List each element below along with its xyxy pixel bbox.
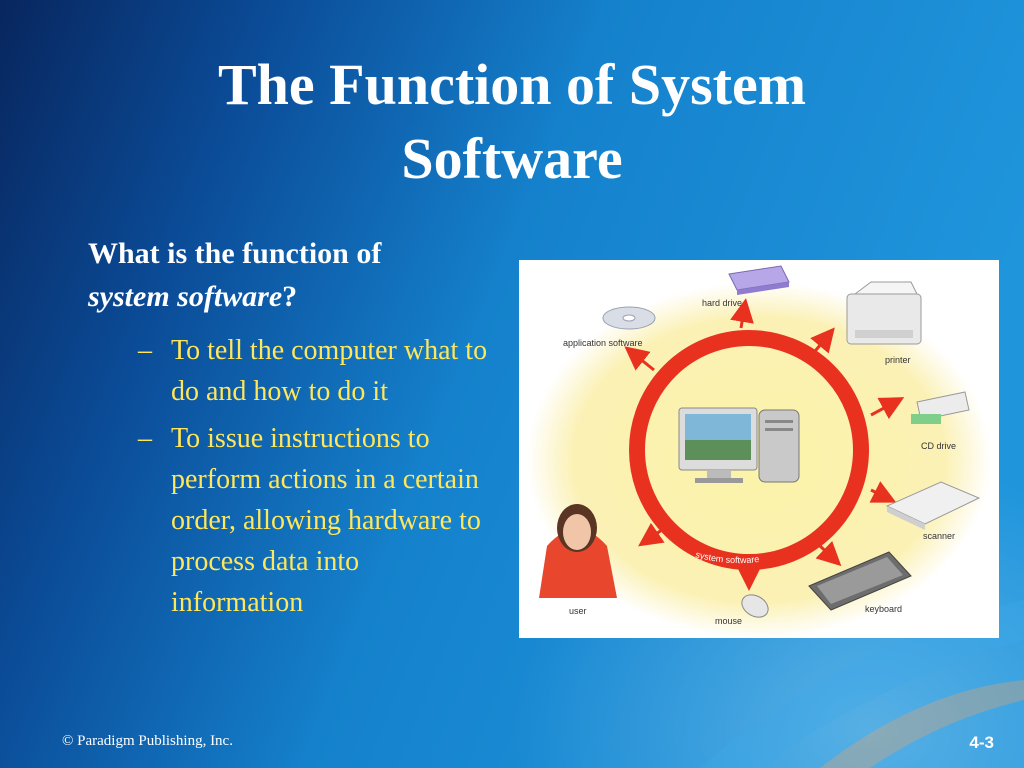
arrow-keyboard	[815, 540, 842, 567]
hard-drive-icon	[728, 265, 790, 295]
title-line-1: The Function of System	[217, 52, 807, 117]
computer-icon	[678, 407, 800, 483]
label-cd-drive: CD drive	[921, 441, 956, 451]
arrow-printer	[809, 327, 835, 357]
question-italic: system software	[88, 280, 283, 313]
arrow-scanner	[869, 481, 897, 503]
bullet-item: – To tell the computer what to do and ho…	[138, 330, 498, 412]
bullet-text: To tell the computer what to do and how …	[171, 335, 488, 407]
bullet-list: – To tell the computer what to do and ho…	[138, 330, 498, 629]
bullet-dash: –	[138, 335, 152, 366]
keyboard-icon	[808, 551, 912, 611]
arrow-application-software	[624, 346, 655, 372]
system-software-diagram: hard drive application software printer …	[519, 260, 999, 638]
question-mark: ?	[282, 280, 298, 313]
label-user: user	[569, 606, 587, 616]
question-bold: What is the function of	[88, 237, 382, 270]
arrow-hard-drive	[730, 298, 754, 329]
arrow-cd-drive	[870, 397, 905, 420]
title-line-2: Software	[401, 126, 623, 191]
arrow-user	[638, 522, 670, 547]
slide-number: 4-3	[969, 733, 994, 752]
scanner-icon	[885, 481, 981, 530]
label-mouse: mouse	[715, 616, 742, 626]
question-text: What is the function of system software?	[88, 232, 508, 318]
label-keyboard: keyboard	[865, 604, 902, 614]
bullet-text: To issue instructions to perform actions…	[171, 423, 481, 618]
system-software-ring	[629, 330, 869, 570]
bullet-dash: –	[138, 423, 152, 454]
label-application-software: application software	[563, 338, 643, 348]
label-hard-drive: hard drive	[702, 298, 742, 308]
copyright-footer: © Paradigm Publishing, Inc.	[62, 733, 233, 749]
bullet-item: – To issue instructions to perform actio…	[138, 418, 498, 623]
cd-disc-icon	[602, 306, 656, 330]
user-icon	[539, 504, 617, 598]
slide-title: The Function of System Software	[0, 48, 1024, 196]
mouse-icon	[741, 594, 769, 618]
cd-drive-icon	[911, 391, 970, 424]
printer-icon	[846, 281, 922, 345]
label-scanner: scanner	[923, 531, 955, 541]
label-printer: printer	[885, 355, 911, 365]
